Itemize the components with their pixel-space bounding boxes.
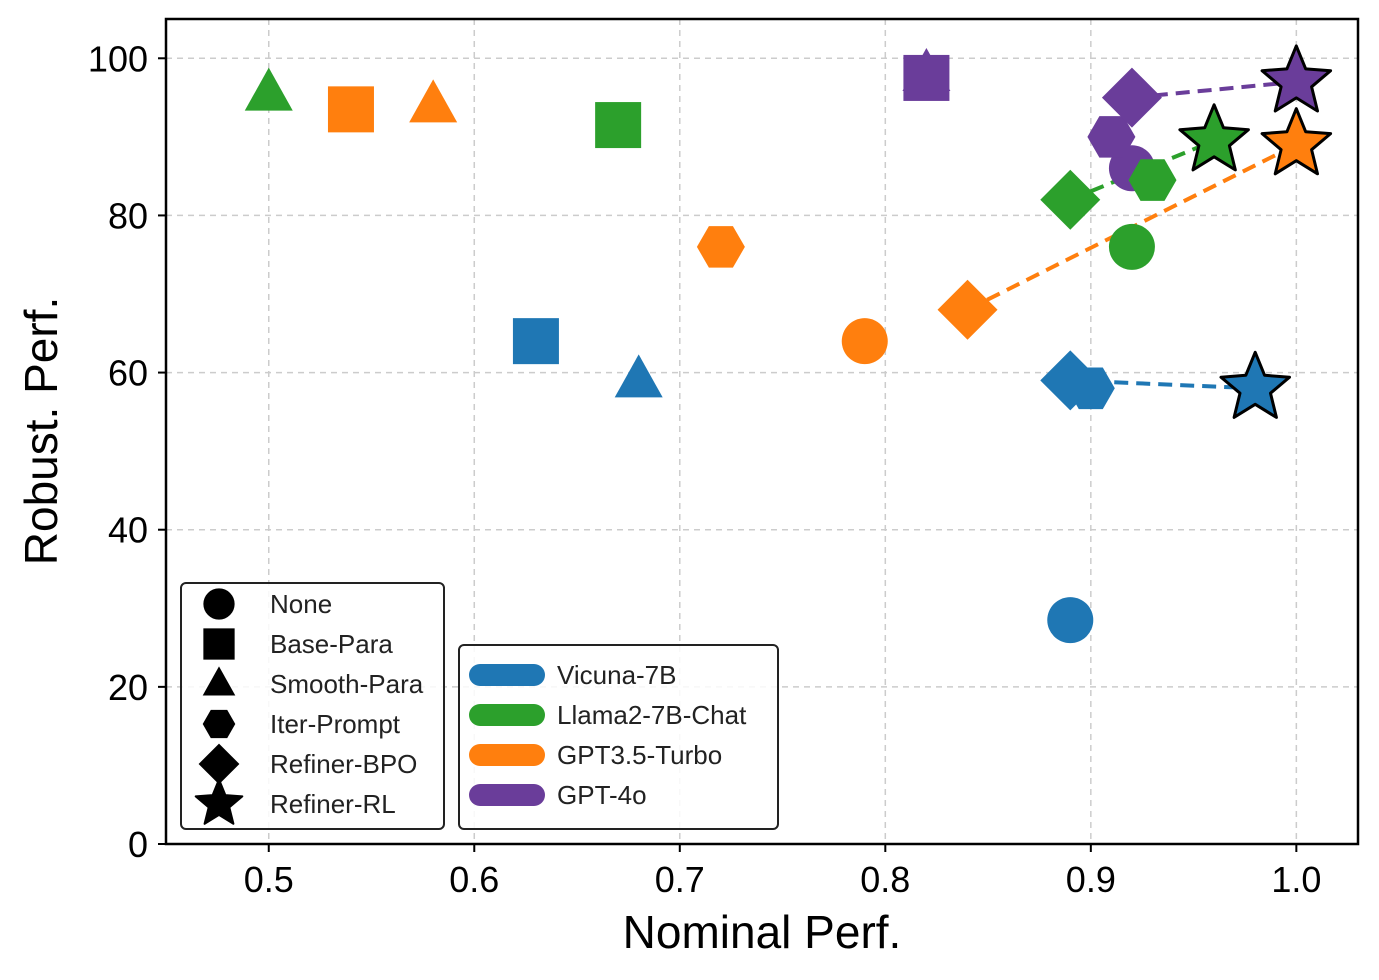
legend-label-none: None: [270, 589, 332, 619]
point-llama2-7b-chat-smooth-para: [244, 67, 293, 111]
legend-label-vicuna-7b: Vicuna-7B: [557, 660, 677, 690]
y-tick-label: 20: [108, 667, 148, 708]
point-llama2-7b-chat-refiner-bpo: [1040, 169, 1101, 230]
plot-frame: [164, 17, 1360, 846]
legend-marker-base-para-icon: [203, 628, 235, 660]
legend-marker-refiner-bpo-icon: [198, 743, 240, 785]
y-axis-ticks: 0 20 40 60 80 100: [88, 38, 166, 865]
legend-marker-iter-prompt-icon: [202, 709, 236, 739]
legend-models: Vicuna-7B Llama2-7B-ChatGPT3.5-TurboGPT-4…: [458, 644, 779, 830]
point-vicuna-7b-base-para: [512, 318, 559, 365]
x-tick-label: 1.0: [1271, 859, 1321, 900]
legend-methods-box: [180, 582, 445, 830]
y-axis-label: Robust. Perf.: [15, 297, 67, 565]
legend-label-smooth-para: Smooth-Para: [270, 669, 424, 699]
legend-label-refiner-bpo: Refiner-BPO: [270, 749, 417, 779]
legend-label-iter-prompt: Iter-Prompt: [270, 709, 401, 739]
x-axis-label: Nominal Perf.: [623, 906, 902, 958]
point-llama2-7b-chat-base-para: [595, 102, 642, 149]
point-llama2-7b-chat-none: [1108, 223, 1155, 270]
legend-marker-none-icon: [203, 588, 235, 620]
x-tick-label: 0.7: [655, 859, 705, 900]
legend-marker-smooth-para-icon: [202, 666, 236, 696]
point-vicuna-7b-refiner-rl: [1219, 350, 1291, 419]
legend-methods: NoneBase-ParaSmooth-ParaIter-PromptRefin…: [180, 582, 445, 830]
legend-label-gpt3-5-turbo: GPT3.5-Turbo: [557, 740, 722, 770]
point-gpt-4o-smooth-para: [902, 48, 951, 91]
point-vicuna-7b-none: [1047, 597, 1094, 644]
point-gpt3-5-turbo-iter-prompt: [696, 226, 745, 268]
legend-models-box: [458, 644, 779, 830]
y-tick-label: 100: [88, 38, 148, 79]
point-gpt3-5-turbo-smooth-para: [409, 79, 458, 123]
y-tick-label: 60: [108, 353, 148, 394]
x-axis-ticks: 0.5 0.6 0.7 0.8 0.9 1.0: [244, 844, 1321, 900]
legend-marker-refiner-rl-icon: [194, 778, 244, 825]
point-vicuna-7b-refiner-bpo: [1040, 350, 1101, 411]
point-gpt-4o-refiner-bpo: [1101, 67, 1162, 128]
y-tick-label: 80: [108, 195, 148, 236]
connection-line-gpt-4o: [1131, 79, 1297, 100]
data-points: [244, 44, 1333, 644]
point-gpt-4o-refiner-rl: [1260, 44, 1333, 113]
x-tick-label: 0.9: [1066, 859, 1116, 900]
y-tick-label: 40: [108, 510, 148, 551]
legend-label-gpt-4o: GPT-4o: [557, 780, 647, 810]
legend-label-base-para: Base-Para: [270, 629, 393, 659]
legend-label-llama2-7b-chat: Llama2-7B-Chat: [557, 700, 747, 730]
point-llama2-7b-chat-refiner-rl: [1178, 103, 1250, 172]
point-vicuna-7b-smooth-para: [614, 354, 663, 398]
y-tick-label: 0: [128, 824, 148, 865]
legend-label-refiner-rl: Refiner-RL: [270, 789, 396, 819]
x-tick-label: 0.6: [449, 859, 499, 900]
point-gpt3-5-turbo-none: [841, 318, 888, 365]
point-gpt3-5-turbo-refiner-rl: [1260, 107, 1333, 176]
point-gpt3-5-turbo-refiner-bpo: [937, 279, 998, 340]
point-gpt3-5-turbo-base-para: [327, 86, 374, 133]
x-tick-label: 0.5: [244, 859, 294, 900]
x-tick-label: 0.8: [860, 859, 910, 900]
point-llama2-7b-chat-iter-prompt: [1128, 159, 1177, 201]
point-gpt-4o-iter-prompt: [1087, 116, 1136, 158]
